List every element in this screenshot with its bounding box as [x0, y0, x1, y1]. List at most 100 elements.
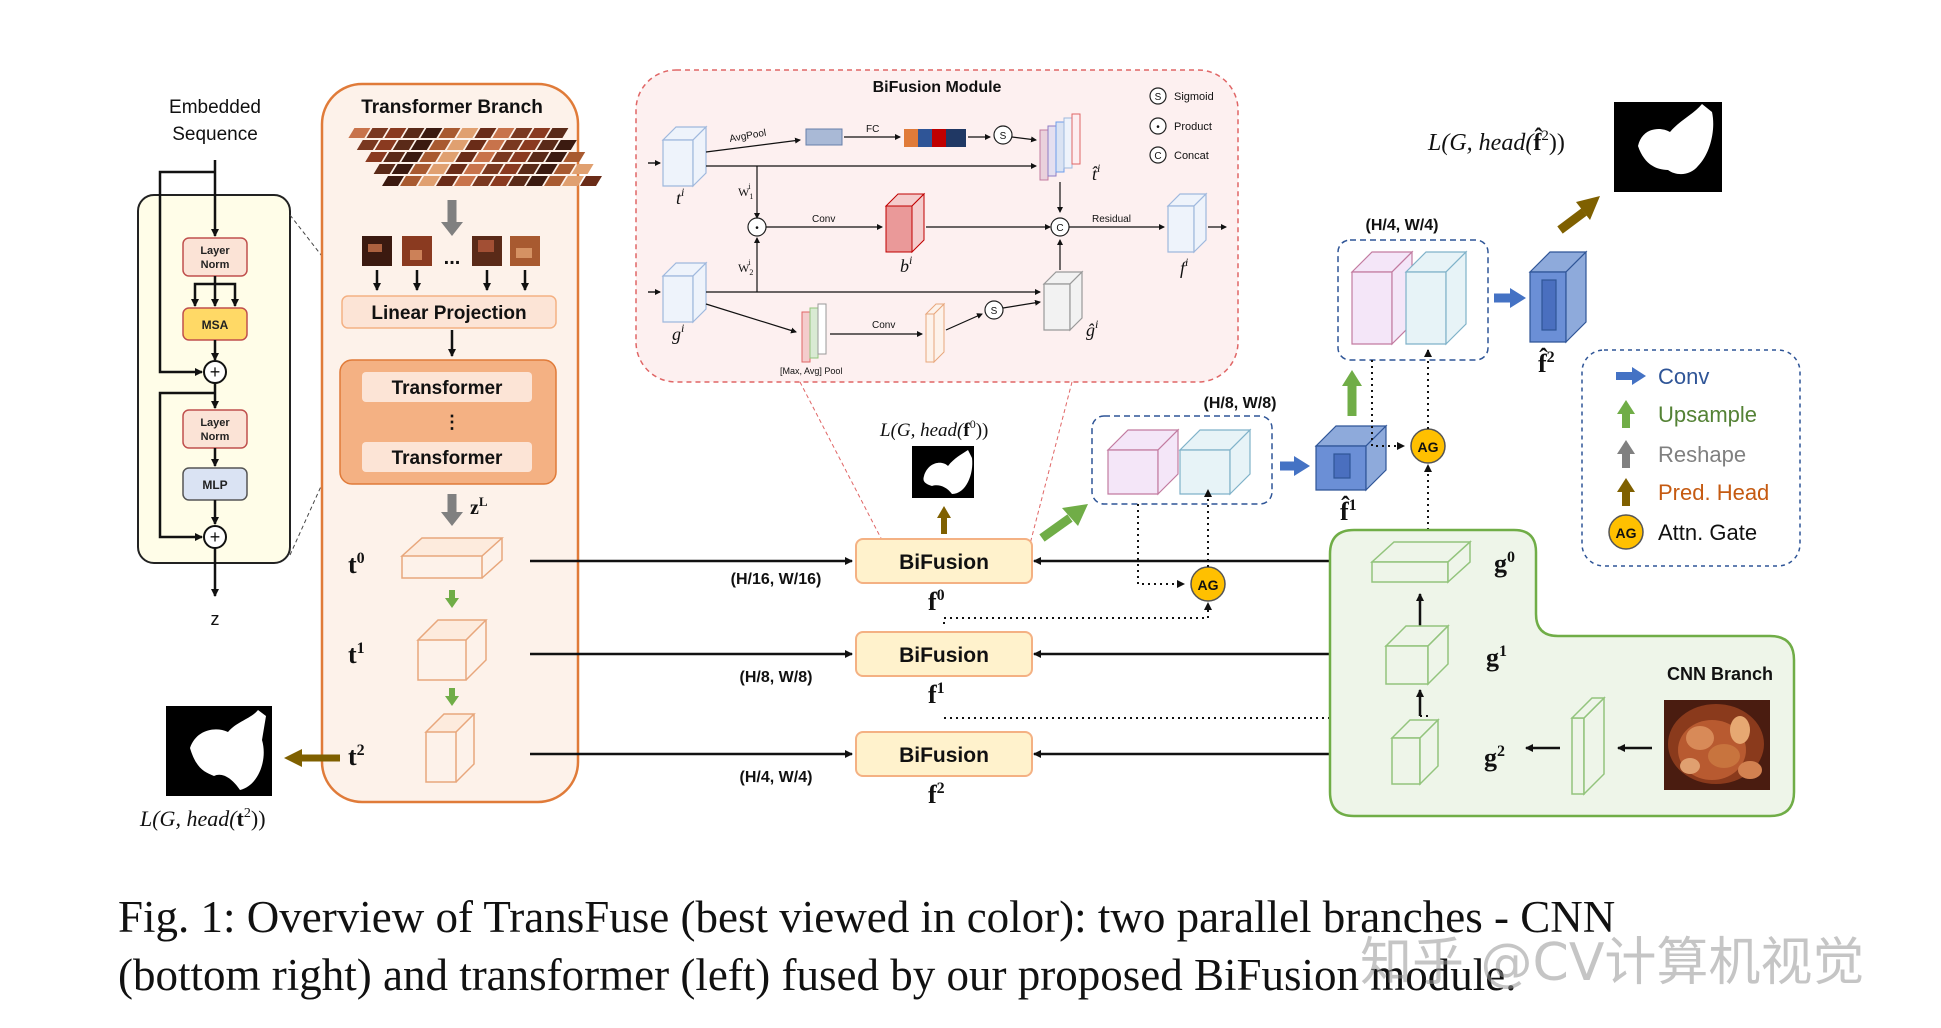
patch-tile	[437, 152, 460, 162]
patch-tile	[508, 176, 530, 186]
patch-tile	[454, 176, 476, 186]
svg-text:AG: AG	[1418, 439, 1439, 455]
patch-tile	[456, 128, 479, 138]
bifusion-node-1	[855, 631, 1033, 677]
patch-tile	[535, 164, 558, 174]
legend-product: Product	[1174, 121, 1212, 133]
svg-text:[Max, Avg] Pool: [Max, Avg] Pool	[780, 366, 842, 376]
concat-cube-h8-pink	[1106, 428, 1180, 496]
patch-tile	[445, 164, 468, 174]
patch-tile	[474, 128, 497, 138]
patch-tile	[536, 140, 559, 150]
transformer-layer-top	[362, 372, 532, 402]
w1-label: W1i	[738, 182, 753, 201]
svg-text:•: •	[1156, 122, 1160, 133]
t2-feature-cube	[424, 713, 476, 783]
cnn-branch-title: CNN Branch	[1667, 664, 1773, 684]
avgpool-vector	[805, 128, 843, 146]
patch-tile	[384, 128, 407, 138]
patch-tile	[580, 176, 602, 186]
gi-label: gi	[672, 321, 684, 344]
res-h8-label: (H/8, W/8)	[1204, 395, 1277, 412]
patch-tile	[526, 176, 548, 186]
patch-tile	[563, 152, 586, 162]
patch-tile	[500, 140, 523, 150]
concat-cube-h8-blue	[1178, 428, 1252, 496]
svg-text:Transformer: Transformer	[392, 378, 503, 399]
caption-line-1: Fig. 1: Overview of TransFuse (best view…	[118, 892, 1616, 942]
patch-tile	[438, 128, 461, 138]
svg-text:Transformer: Transformer	[392, 448, 503, 469]
legend-conv: Conv	[1658, 364, 1709, 389]
svg-text:MLP: MLP	[202, 478, 227, 492]
g1-feature-cube	[1384, 624, 1450, 686]
ti-label: ti	[676, 185, 684, 208]
bifusion-module-detail: BiFusion Module S Sigmoid • Product C Co…	[635, 69, 1239, 545]
patch-tile	[464, 140, 487, 150]
concat-group-h4	[1337, 239, 1489, 361]
legend-frame	[1581, 349, 1801, 567]
legend: Conv Upsample Reshape Pred. Head AG Attn…	[1581, 349, 1801, 567]
concat-cube-h4-pink	[1350, 250, 1414, 346]
svg-text:AG: AG	[1616, 525, 1637, 541]
svg-text:FC: FC	[866, 124, 879, 135]
f1-label: f1	[928, 680, 945, 709]
patch-tile	[402, 128, 425, 138]
embedded-label-2: Sequence	[172, 124, 258, 145]
svg-text:Norm: Norm	[201, 431, 230, 443]
cnn-branch: CNN Branch g0 g1 g2	[1328, 528, 1796, 818]
f2hat-loss-label: L(G, head(f̂2))	[1427, 128, 1565, 156]
svg-text:+: +	[210, 527, 221, 547]
patch-tile	[528, 128, 551, 138]
t1-feature-cube	[416, 619, 488, 681]
fi-label: fi	[1180, 255, 1188, 278]
patch-tile	[562, 176, 584, 186]
f0-loss-label: L(G, head(f0))	[879, 417, 988, 441]
svg-text:•: •	[755, 223, 759, 234]
patch-tile	[436, 176, 458, 186]
f1hat-label: f̂1	[1340, 497, 1357, 526]
output-z: z	[211, 609, 220, 629]
patch-tile	[518, 140, 541, 150]
patch-tile	[546, 128, 569, 138]
patch-tile	[409, 164, 432, 174]
svg-text:Layer: Layer	[200, 245, 230, 257]
t0-feature-cube	[400, 537, 504, 579]
patch-tile	[410, 140, 433, 150]
patch-tile	[499, 164, 522, 174]
fc-vector	[904, 129, 966, 147]
patch-tile	[400, 176, 422, 186]
patch-tile	[544, 176, 566, 186]
g2-feature-cube	[1390, 718, 1440, 786]
patch-tile	[419, 152, 442, 162]
svg-text:⋮: ⋮	[443, 412, 461, 432]
t2-prediction: L(G, head(t2))	[139, 706, 340, 831]
patch-tile	[472, 176, 494, 186]
res-label-2: (H/4, W/4)	[740, 769, 813, 786]
cnn-stem-cube	[1570, 696, 1606, 796]
svg-text:Norm: Norm	[201, 259, 230, 271]
legend-concat: Concat	[1174, 150, 1209, 162]
patch-tile	[553, 164, 576, 174]
patch-tokens	[362, 236, 540, 266]
concat-cube-h4-blue	[1404, 250, 1468, 346]
patch-tile	[545, 152, 568, 162]
patch-tile	[517, 164, 540, 174]
svg-text:MSA: MSA	[202, 318, 229, 332]
svg-text:S: S	[1155, 92, 1162, 103]
t2-label: t2	[348, 742, 365, 771]
svg-text:Layer: Layer	[200, 417, 230, 429]
svg-text:AG: AG	[1198, 577, 1219, 593]
f2hat-cube	[1528, 250, 1588, 344]
patch-tile	[490, 176, 512, 186]
ti-cube	[661, 125, 708, 188]
transformer-branch-title: Transformer Branch	[361, 97, 543, 118]
f1hat-cube	[1314, 424, 1388, 492]
patch-tile	[365, 152, 388, 162]
f2-label: f2	[928, 780, 945, 809]
bifusion-module-title: BiFusion Module	[873, 79, 1002, 96]
legend-upsample: Upsample	[1658, 402, 1757, 427]
patch-tile	[455, 152, 478, 162]
patch-tile	[348, 128, 371, 138]
spatial-attention-map	[924, 302, 946, 364]
